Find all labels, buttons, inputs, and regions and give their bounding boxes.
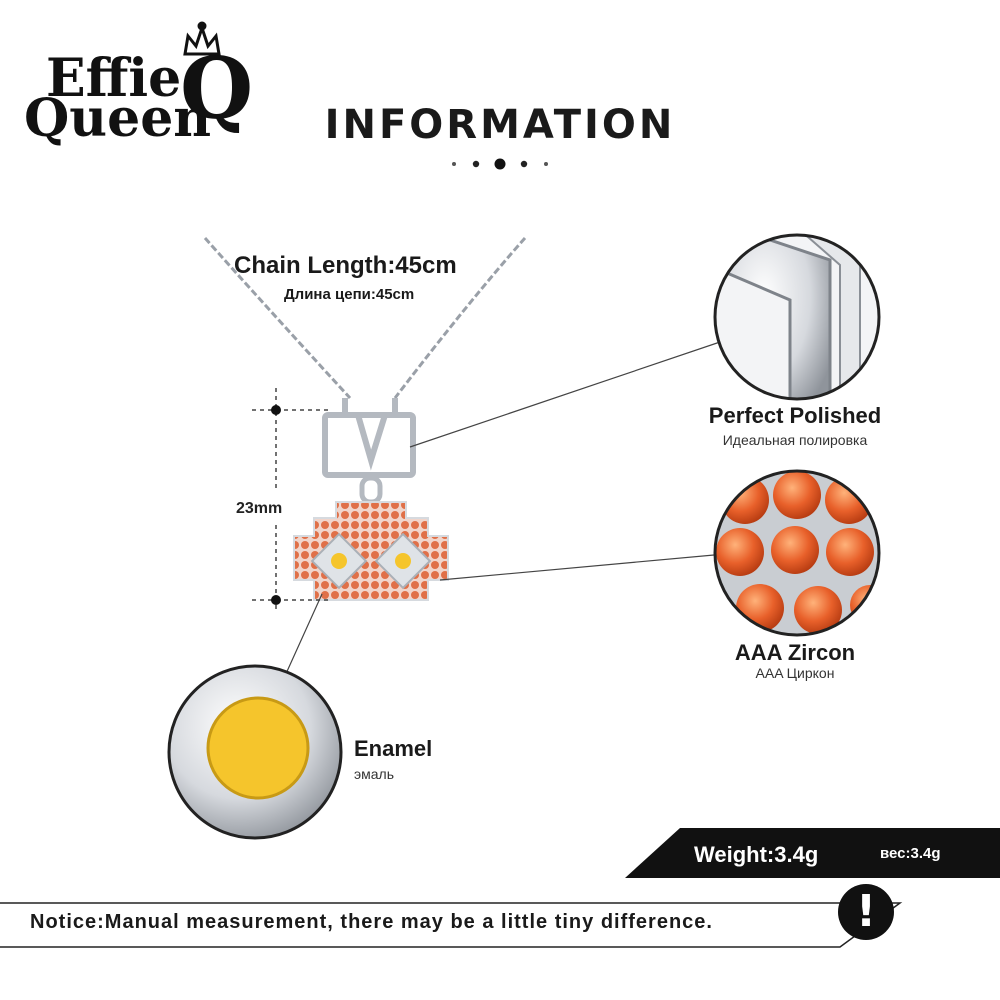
zircon-label: AAA Zircon bbox=[734, 640, 856, 665]
enamel-label-ru: эмаль bbox=[354, 766, 395, 782]
zircon-label-ru: AAA Циркон bbox=[755, 665, 835, 681]
chain-length-label-ru: Длина цепи:45cm bbox=[284, 286, 415, 303]
page-title: INFORMATION bbox=[324, 102, 676, 148]
pendant-bail bbox=[322, 398, 416, 478]
zircon-zoom-image bbox=[713, 469, 881, 637]
logo-line2: Queen bbox=[24, 88, 211, 148]
robot-pendant bbox=[293, 501, 449, 601]
polished-label-ru: Идеальная полировка bbox=[722, 432, 868, 448]
crown-icon bbox=[183, 21, 221, 56]
polished-label: Perfect Polished bbox=[708, 403, 882, 428]
enamel-zoom-image bbox=[167, 664, 343, 840]
weight-label: Weight:3.4g bbox=[694, 842, 819, 867]
logo-line1: Effie bbox=[46, 48, 181, 109]
pendant-jump-ring bbox=[359, 475, 383, 505]
weight-label-ru: вес:3.4g bbox=[880, 845, 941, 862]
weight-banner bbox=[625, 828, 1000, 878]
logo-monogram: Q bbox=[180, 39, 250, 138]
dimension-marker bbox=[252, 388, 330, 610]
exclamation-icon: ! bbox=[838, 884, 894, 940]
notice-text: Notice:Manual measurement, there may be … bbox=[30, 911, 713, 933]
polished-zoom-image bbox=[713, 233, 881, 401]
title-divider-dots bbox=[452, 158, 548, 170]
brand-logo: Effie Queen Q bbox=[24, 21, 250, 148]
pendant-size-label: 23mm bbox=[236, 500, 283, 517]
chain-length-label: Chain Length:45cm bbox=[234, 252, 457, 279]
necklace-chain bbox=[203, 237, 527, 400]
enamel-label: Enamel bbox=[354, 736, 433, 761]
